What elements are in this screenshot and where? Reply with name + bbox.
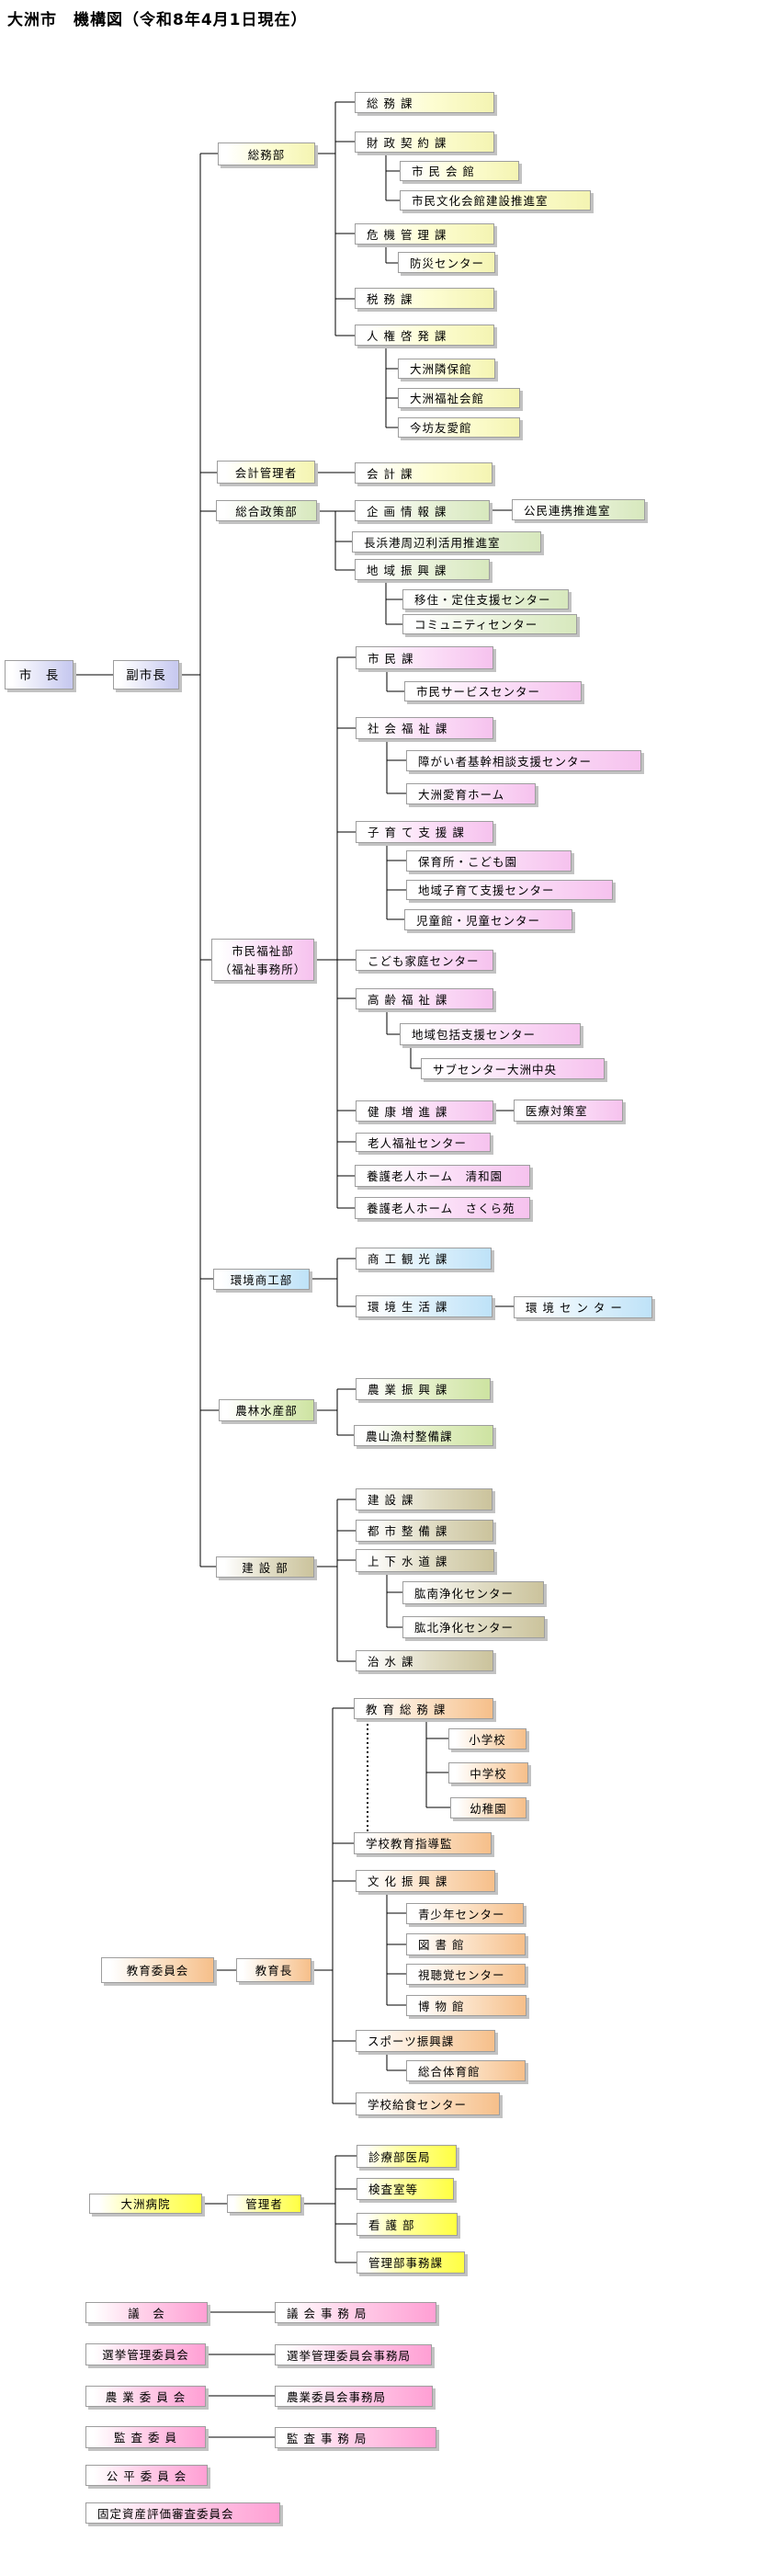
node-chiiki-kosodate-center: 地域子育て支援センター	[406, 880, 613, 900]
page-title: 大洲市 機構図（令和8年4月1日現在）	[7, 11, 308, 29]
node-kyouiku-soumu-ka: 教 育 総 務 課	[354, 1698, 493, 1719]
node-soumu-bu: 総務部	[218, 142, 315, 165]
node-sougou-taiikukan: 総合体育館	[406, 2060, 526, 2081]
node-jinken-keihatsu-ka: 人 権 啓 発 課	[355, 325, 494, 346]
node-subcenter-ozu-chuo: サブセンター大洲中央	[421, 1058, 605, 1079]
node-kikaku-jouhou-ka: 企 画 情 報 課	[355, 500, 490, 521]
node-hinkita-jouka-center: 肱北浄化センター	[402, 1616, 545, 1638]
node-ozu-aiiku-home: 大洲愛育ホーム	[406, 783, 536, 804]
node-gakkou-kyuushoku-center: 学校給食センター	[356, 2092, 500, 2115]
node-kouhei-iinkai: 公 平 委 員 会	[85, 2465, 208, 2486]
node-nagahama-riyou-suishin-shitsu: 長浜港周辺利活用推進室	[352, 531, 541, 553]
node-kotei-shisan-hyouka-shinsa-iinkai: 固定資産評価審査委員会	[85, 2502, 280, 2524]
node-toshokan: 図 書 館	[406, 1933, 526, 1955]
node-kansa-iin: 監 査 委 員	[85, 2426, 206, 2448]
node-nourin-suisan-bu: 農林水産部	[219, 1399, 314, 1421]
node-jougesuido-ka: 上 下 水 道 課	[356, 1549, 494, 1572]
node-shimin-ka: 市 民 課	[356, 646, 493, 669]
node-mayor: 市 長	[5, 660, 74, 690]
node-sougou-seisaku-bu: 総合政策部	[216, 500, 317, 521]
node-chuugakkou: 中学校	[448, 1762, 528, 1784]
node-yougo-home-sakuraen: 養護老人ホーム さくら苑	[355, 1197, 530, 1219]
node-imabo-yuaikan: 今坊友愛館	[398, 417, 520, 438]
node-kyouiku-iinkai: 教育委員会	[101, 1957, 214, 1983]
node-kanribu-jimuka: 管理部事務課	[357, 2251, 465, 2274]
node-yougo-home-seiwaen: 養護老人ホーム 清和園	[355, 1165, 530, 1187]
node-toshi-seibi-ka: 都 市 整 備 課	[356, 1520, 493, 1542]
node-nousangyoson-seibi-ka: 農山漁村整備課	[354, 1425, 493, 1446]
node-bousai-center: 防災センター	[398, 252, 495, 273]
node-shakai-fukushi-ka: 社 会 福 祉 課	[356, 717, 493, 739]
node-shimin-kaikan: 市 民 会 館	[400, 161, 519, 181]
node-sports-shinkou-ka: スポーツ振興課	[356, 2030, 495, 2052]
node-kankyou-center: 環 境 セ ン タ ー	[514, 1296, 652, 1318]
node-community-center: コミュニティセンター	[402, 614, 577, 634]
node-youchien: 幼稚園	[450, 1797, 527, 1818]
node-nougyou-iinkai-jimukyoku: 農業委員会事務局	[275, 2386, 433, 2407]
node-gikai: 議 会	[85, 2302, 208, 2323]
node-zeimu-ka: 税 務 課	[355, 288, 494, 309]
node-roujin-fukushi-center: 老人福祉センター	[356, 1133, 491, 1152]
node-iju-teiju-center: 移住・定住支援センター	[402, 589, 569, 610]
node-kodomo-katei-center: こども家庭センター	[356, 950, 493, 971]
node-vice-mayor: 副市長	[113, 660, 179, 690]
node-shimin-fukushi-bu-line1: 市民福祉部	[232, 944, 294, 958]
node-senkyo-kanri-iinkai: 選挙管理委員会	[85, 2343, 206, 2365]
node-bunka-shinkou-ka: 文 化 振 興 課	[356, 1870, 495, 1892]
node-kangobu: 看 護 部	[357, 2213, 458, 2236]
node-nougyou-iinkai: 農 業 委 員 会	[85, 2386, 206, 2407]
node-hoikusho-kodomoen: 保育所・こども園	[406, 850, 572, 872]
node-kensashitsu-tou: 検査室等	[357, 2178, 454, 2200]
node-hinan-jouka-center: 肱南浄化センター	[402, 1581, 544, 1604]
node-shimin-bunka-kaikan: 市民文化会館建設推進室	[400, 190, 591, 211]
node-koumin-renkei-suishin-shitsu: 公民連携推進室	[512, 499, 645, 520]
node-shougakkou: 小学校	[448, 1728, 527, 1750]
node-hakubutsukan: 博 物 館	[406, 1995, 527, 2016]
node-jidoukan-jidou-center: 児童館・児童センター	[404, 909, 572, 930]
node-chiiki-houkatsu-shien-center: 地域包括支援センター	[400, 1023, 581, 1045]
node-gakkou-kyouiku-shidoukan: 学校教育指導監	[354, 1832, 492, 1854]
node-shimin-fukushi-bu-line2: （福祉事務所）	[219, 963, 307, 976]
node-senkyo-kanri-iinkai-jimukyoku: 選挙管理委員会事務局	[275, 2344, 432, 2365]
node-kyouikuchou: 教育長	[236, 1958, 311, 1982]
node-kankyou-shoukou-bu: 環境商工部	[213, 1269, 310, 1290]
node-kansa-jimukyoku: 監 査 事 務 局	[275, 2427, 436, 2448]
node-shimin-service-center: 市民サービスセンター	[404, 681, 582, 701]
node-ozu-byouin: 大洲病院	[89, 2194, 202, 2214]
node-kankyou-seikatsu-ka: 環 境 生 活 課	[356, 1295, 493, 1317]
node-ozu-rinpokan: 大洲隣保館	[398, 359, 495, 379]
node-shoukou-kankou-ka: 商 工 観 光 課	[356, 1248, 492, 1270]
node-shinryoubu-ikyoku: 診療部医局	[357, 2145, 457, 2168]
node-chisui-ka: 治 水 課	[356, 1650, 493, 1671]
node-kiki-kanri-ka: 危 機 管 理 課	[355, 223, 494, 245]
node-kaikei-ka: 会 計 課	[355, 462, 493, 484]
node-nougyou-shinkou-ka: 農 業 振 興 課	[356, 1378, 491, 1400]
node-kanrisha: 管理者	[227, 2194, 301, 2213]
node-kourei-fukushi-ka: 高 齢 福 祉 課	[356, 988, 493, 1009]
node-soumu-ka: 総 務 課	[355, 92, 494, 113]
node-shichoukaku-center: 視聴覚センター	[406, 1964, 526, 1985]
node-shougai-kikan-soudan-center: 障がい者基幹相談支援センター	[406, 750, 641, 771]
node-chiiki-shinkou-ka: 地 域 振 興 課	[355, 559, 490, 580]
node-kaikei-kanrisha: 会計管理者	[217, 461, 315, 484]
node-kosodate-shien-ka: 子 育 て 支 援 課	[356, 821, 493, 843]
node-kensetsu-ka: 建 設 課	[356, 1488, 493, 1510]
node-seishounen-center: 青少年センター	[406, 1903, 524, 1924]
node-shimin-fukushi-bu: 市民福祉部 （福祉事務所）	[211, 939, 314, 981]
node-zaisei-keiyaku-ka: 財 政 契 約 課	[355, 131, 494, 153]
node-kensetsu-bu: 建 設 部	[216, 1556, 314, 1578]
node-iryou-taisaku-shitsu: 医療対策室	[514, 1100, 623, 1122]
node-kenkou-zoushin-ka: 健 康 増 進 課	[356, 1100, 493, 1122]
node-gikai-jimukyoku: 議 会 事 務 局	[275, 2302, 436, 2323]
node-ozu-fukushi-kaikan: 大洲福祉会館	[398, 388, 520, 408]
